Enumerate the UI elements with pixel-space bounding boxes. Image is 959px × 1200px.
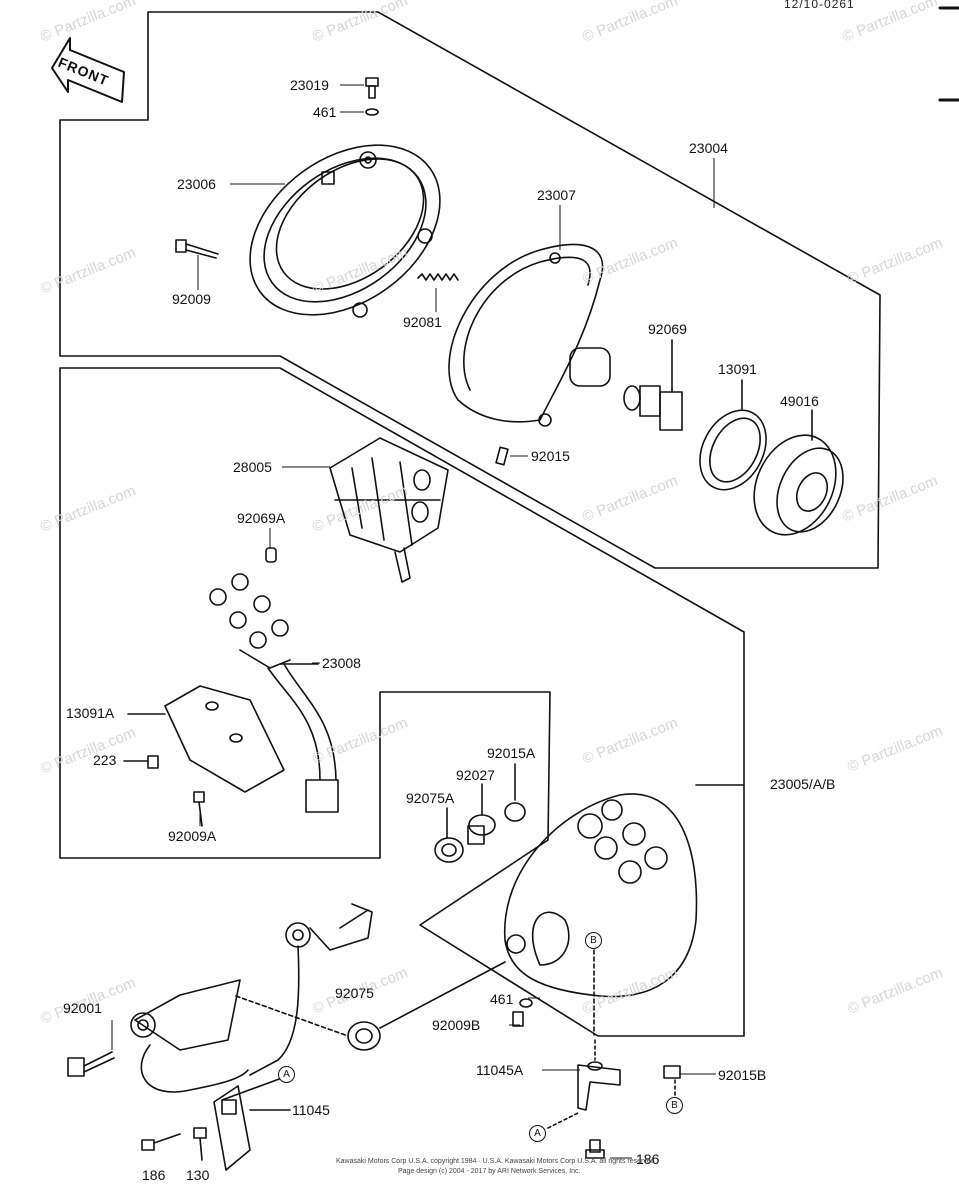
- bulb-92069: [623, 339, 683, 431]
- part-label-13091A[interactable]: 13091A: [66, 705, 115, 721]
- rim-ring-23006: [249, 144, 441, 318]
- clip-92015B: [663, 1065, 681, 1079]
- part-label-92009A[interactable]: 92009A: [168, 828, 217, 844]
- bracket-11045A: [577, 1039, 621, 1111]
- part-label-23007[interactable]: 23007: [537, 187, 576, 203]
- part-label-92009B[interactable]: 92009B: [432, 1017, 481, 1033]
- part-label-92069A[interactable]: 92069A: [237, 510, 286, 526]
- group-frame-23004: [59, 11, 881, 569]
- part-label-461[interactable]: 461: [313, 104, 337, 120]
- part-label-92015A[interactable]: 92015A: [487, 745, 536, 761]
- part-label-23004[interactable]: 23004: [689, 140, 728, 156]
- part-label-130[interactable]: 130: [186, 1167, 210, 1183]
- part-label-186-right[interactable]: 186: [636, 1151, 660, 1167]
- part-label-23019[interactable]: 23019: [290, 77, 329, 93]
- part-label-461-bottom[interactable]: 461: [490, 991, 514, 1007]
- front-arrow-icon: [51, 37, 125, 103]
- bracket-11045: [213, 1077, 291, 1171]
- screw-92009: [175, 239, 219, 259]
- grommet-92015A: [504, 802, 526, 822]
- screw-186-left: [141, 1133, 181, 1151]
- part-label-92069[interactable]: 92069: [648, 321, 687, 337]
- part-label-23006[interactable]: 23006: [177, 176, 216, 192]
- grommet-92075A: [434, 837, 464, 863]
- part-label-23008[interactable]: 23008: [322, 655, 361, 671]
- stay-92001: [67, 979, 249, 1093]
- screw-130: [193, 1127, 207, 1161]
- part-label-49016[interactable]: 49016: [780, 393, 819, 409]
- grommet-92075: [235, 961, 506, 1051]
- washer-461: [519, 998, 533, 1008]
- part-label-92081[interactable]: 92081: [403, 314, 442, 330]
- part-label-11045A[interactable]: 11045A: [476, 1062, 524, 1078]
- screw-186-right: [585, 1139, 605, 1159]
- housing-23007: [448, 243, 611, 427]
- part-label-92015B[interactable]: 92015B: [718, 1067, 767, 1083]
- clip-92015: [495, 446, 509, 466]
- retainer-ring-13091: [699, 379, 767, 491]
- part-label-92075A[interactable]: 92075A: [406, 790, 455, 806]
- diagram-code: 12/10-0261: [784, 0, 855, 11]
- screw-223: [147, 755, 159, 769]
- part-label-186-left[interactable]: 186: [142, 1167, 166, 1183]
- ref-marker-A: A: [529, 1125, 546, 1142]
- screw-23019: [365, 77, 379, 116]
- leader-lines: [111, 84, 716, 1159]
- ref-marker-B: B: [666, 1097, 683, 1114]
- grommet-92027: [467, 814, 496, 845]
- part-label-92027[interactable]: 92027: [456, 767, 495, 783]
- part-label-11045[interactable]: 11045: [292, 1102, 330, 1118]
- part-label-223[interactable]: 223: [93, 752, 117, 768]
- footer-copyright: Kawasaki Motors Corp U.S.A. copyright 19…: [336, 1158, 655, 1165]
- socket-assembly-23008: [209, 573, 339, 813]
- part-label-92015[interactable]: 92015: [531, 448, 570, 464]
- sealed-beam-49016: [753, 409, 844, 536]
- part-label-92009[interactable]: 92009: [172, 291, 211, 307]
- housing-shell-23005: [504, 784, 745, 998]
- screw-92009A: [193, 791, 205, 827]
- part-label-28005[interactable]: 28005: [233, 459, 272, 475]
- ref-marker-B: B: [585, 932, 602, 949]
- footer-page-design: Page design (c) 2004 - 2017 by ARI Netwo…: [398, 1168, 581, 1175]
- ref-marker-A: A: [278, 1066, 295, 1083]
- part-label-92075[interactable]: 92075: [335, 985, 374, 1001]
- bracket-13091A: [127, 685, 285, 793]
- bulb-92069A: [265, 547, 277, 563]
- group-frame-23005: [59, 367, 745, 1037]
- cover-28005: [329, 437, 449, 583]
- part-label-92001[interactable]: 92001: [63, 1000, 102, 1016]
- part-label-23005AB[interactable]: 23005/A/B: [770, 776, 836, 792]
- part-label-13091[interactable]: 13091: [718, 361, 757, 377]
- spring-92081: [417, 273, 459, 281]
- screw-92009B: [512, 1011, 524, 1027]
